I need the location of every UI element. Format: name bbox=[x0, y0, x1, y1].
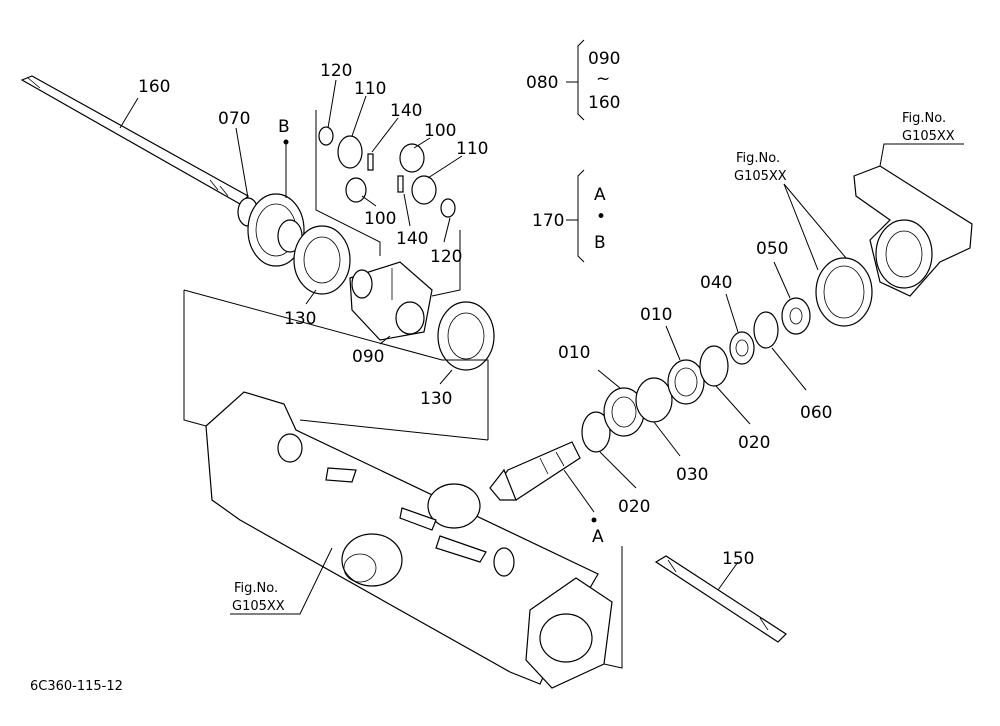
assembly-guide-lines bbox=[183, 289, 623, 669]
axle-shaft-160 bbox=[20, 75, 249, 205]
washer-050 bbox=[781, 297, 811, 335]
figref-left-line2: G105XX bbox=[232, 599, 285, 614]
label-050: 050 bbox=[756, 239, 788, 259]
label-120-top: 120 bbox=[320, 61, 352, 81]
label-090: 090 bbox=[352, 347, 384, 367]
label-140-top: 140 bbox=[390, 101, 422, 121]
label-080: 080 bbox=[526, 73, 558, 93]
axle-housing bbox=[205, 391, 613, 689]
label-070: 070 bbox=[218, 109, 250, 129]
label-130-left: 130 bbox=[284, 309, 316, 329]
label-080-range-start: 090 bbox=[588, 49, 620, 69]
shim-020-upper bbox=[699, 345, 729, 387]
snap-ring-060 bbox=[753, 311, 779, 349]
label-030: 030 bbox=[676, 465, 708, 485]
figref-right-top-line2: G105XX bbox=[902, 129, 955, 144]
collar-030 bbox=[635, 377, 673, 423]
label-080-range-end: 160 bbox=[588, 93, 620, 113]
label-100-top: 100 bbox=[424, 121, 456, 141]
shaft-150 bbox=[654, 555, 787, 643]
bevel-gear-b bbox=[247, 193, 305, 267]
differential-case-090 bbox=[349, 261, 433, 341]
label-110-right: 110 bbox=[456, 139, 488, 159]
bracket-lines-gearset bbox=[315, 110, 461, 297]
shim-020-lower bbox=[581, 411, 611, 453]
bearing-130-left bbox=[293, 225, 351, 295]
label-150: 150 bbox=[722, 549, 754, 569]
label-020-left: 020 bbox=[618, 497, 650, 517]
label-020-right: 020 bbox=[738, 433, 770, 453]
pinion-gear-set bbox=[318, 126, 456, 218]
label-b: B bbox=[278, 117, 290, 137]
label-040: 040 bbox=[700, 273, 732, 293]
pinion-shaft-a bbox=[489, 441, 581, 501]
label-110-top: 110 bbox=[354, 79, 386, 99]
label-170-bottom: B bbox=[594, 233, 606, 253]
label-a: A bbox=[592, 527, 604, 547]
label-060: 060 bbox=[800, 403, 832, 423]
label-130-right: 130 bbox=[420, 389, 452, 409]
bevel-gear-case bbox=[853, 165, 973, 297]
label-140-bottom: 140 bbox=[396, 229, 428, 249]
ref-dot-a bbox=[591, 517, 597, 523]
figref-left-line1: Fig.No. bbox=[234, 581, 278, 596]
ref-dot-b bbox=[283, 139, 289, 145]
bearing-130-right bbox=[437, 301, 495, 371]
label-170-dot: • bbox=[596, 207, 606, 227]
bearing-010-upper bbox=[667, 359, 705, 405]
label-170-top: A bbox=[594, 185, 606, 205]
label-080-tilde: ~ bbox=[596, 69, 610, 89]
label-010-right: 010 bbox=[640, 305, 672, 325]
group-bracket-080 bbox=[566, 39, 585, 121]
label-100-bottom: 100 bbox=[364, 209, 396, 229]
drawing-code: 6C360-115-12 bbox=[30, 679, 123, 694]
group-bracket-170 bbox=[566, 169, 585, 263]
leader-lines bbox=[119, 79, 964, 615]
figref-right-top-line1: Fig.No. bbox=[902, 111, 946, 126]
label-160: 160 bbox=[138, 77, 170, 97]
label-120-bottom: 120 bbox=[430, 247, 462, 267]
figref-right-mid-line1: Fig.No. bbox=[736, 151, 780, 166]
spacer-sleeve bbox=[815, 257, 873, 327]
nut-040 bbox=[729, 331, 755, 365]
figref-right-mid-line2: G105XX bbox=[734, 169, 787, 184]
label-010-left: 010 bbox=[558, 343, 590, 363]
label-170: 170 bbox=[532, 211, 564, 231]
